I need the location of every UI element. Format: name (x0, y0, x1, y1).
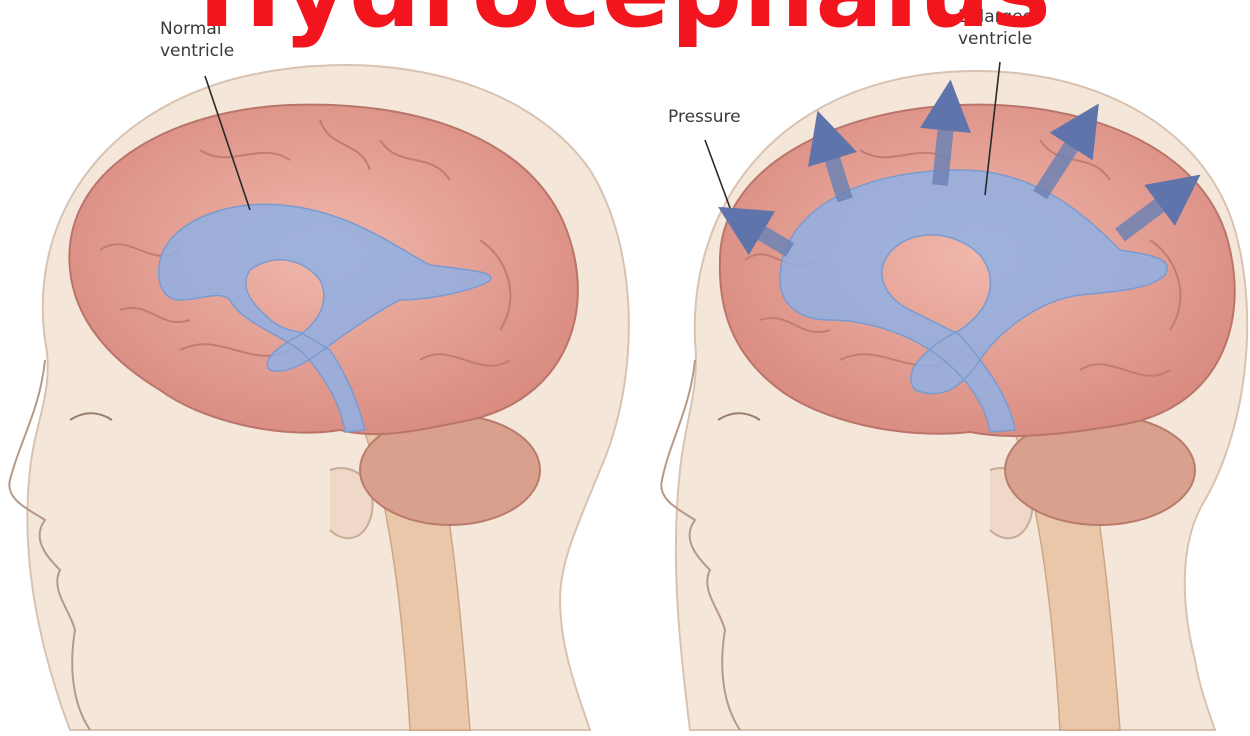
pressure-label: Pressure (668, 106, 741, 128)
pressure-arrow (940, 105, 948, 185)
enlarged-head (661, 62, 1247, 730)
page-title: Hydrocephalus (0, 0, 1250, 42)
normal-head (9, 65, 629, 730)
